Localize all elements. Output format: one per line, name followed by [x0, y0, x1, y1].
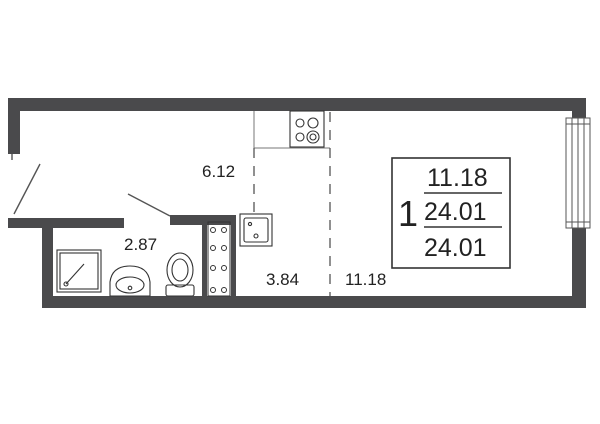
summary-total-area-repeat: 24.01 — [424, 234, 487, 262]
shaft-right-wall — [231, 215, 236, 303]
kitchen-counter — [253, 111, 330, 149]
bathroom-top-wall-left — [8, 218, 124, 228]
living-area-label: 11.18 — [345, 270, 386, 289]
walls — [8, 98, 586, 308]
right-wall-lower — [572, 228, 586, 308]
top-wall — [8, 98, 586, 111]
room-count: 1 — [398, 193, 418, 234]
washbasin-icon — [109, 265, 151, 297]
bathroom-area-label: 2.87 — [124, 235, 157, 254]
stove-icon — [289, 110, 325, 148]
kitchen-area-label: 3.84 — [266, 270, 299, 289]
window — [565, 117, 591, 229]
bathroom-door — [127, 193, 171, 217]
entrance-door — [11, 154, 41, 215]
bottom-wall — [42, 296, 586, 308]
hall-area-label: 6.12 — [202, 162, 235, 181]
shower-tray-icon — [56, 249, 102, 293]
left-wall-stub — [8, 98, 20, 154]
utility-shaft — [207, 221, 231, 297]
summary-living-area: 11.18 — [427, 164, 488, 192]
right-wall-upper — [572, 98, 586, 118]
kitchen-sink-icon — [239, 213, 273, 247]
area-summary-box: 1 11.18 24.01 24.01 — [391, 157, 511, 269]
toilet-icon — [165, 252, 195, 297]
bathroom-left-wall — [42, 218, 53, 308]
summary-total-area: 24.01 — [424, 198, 487, 226]
bathroom-right-wall — [202, 215, 207, 303]
zone-dividers — [253, 112, 331, 296]
